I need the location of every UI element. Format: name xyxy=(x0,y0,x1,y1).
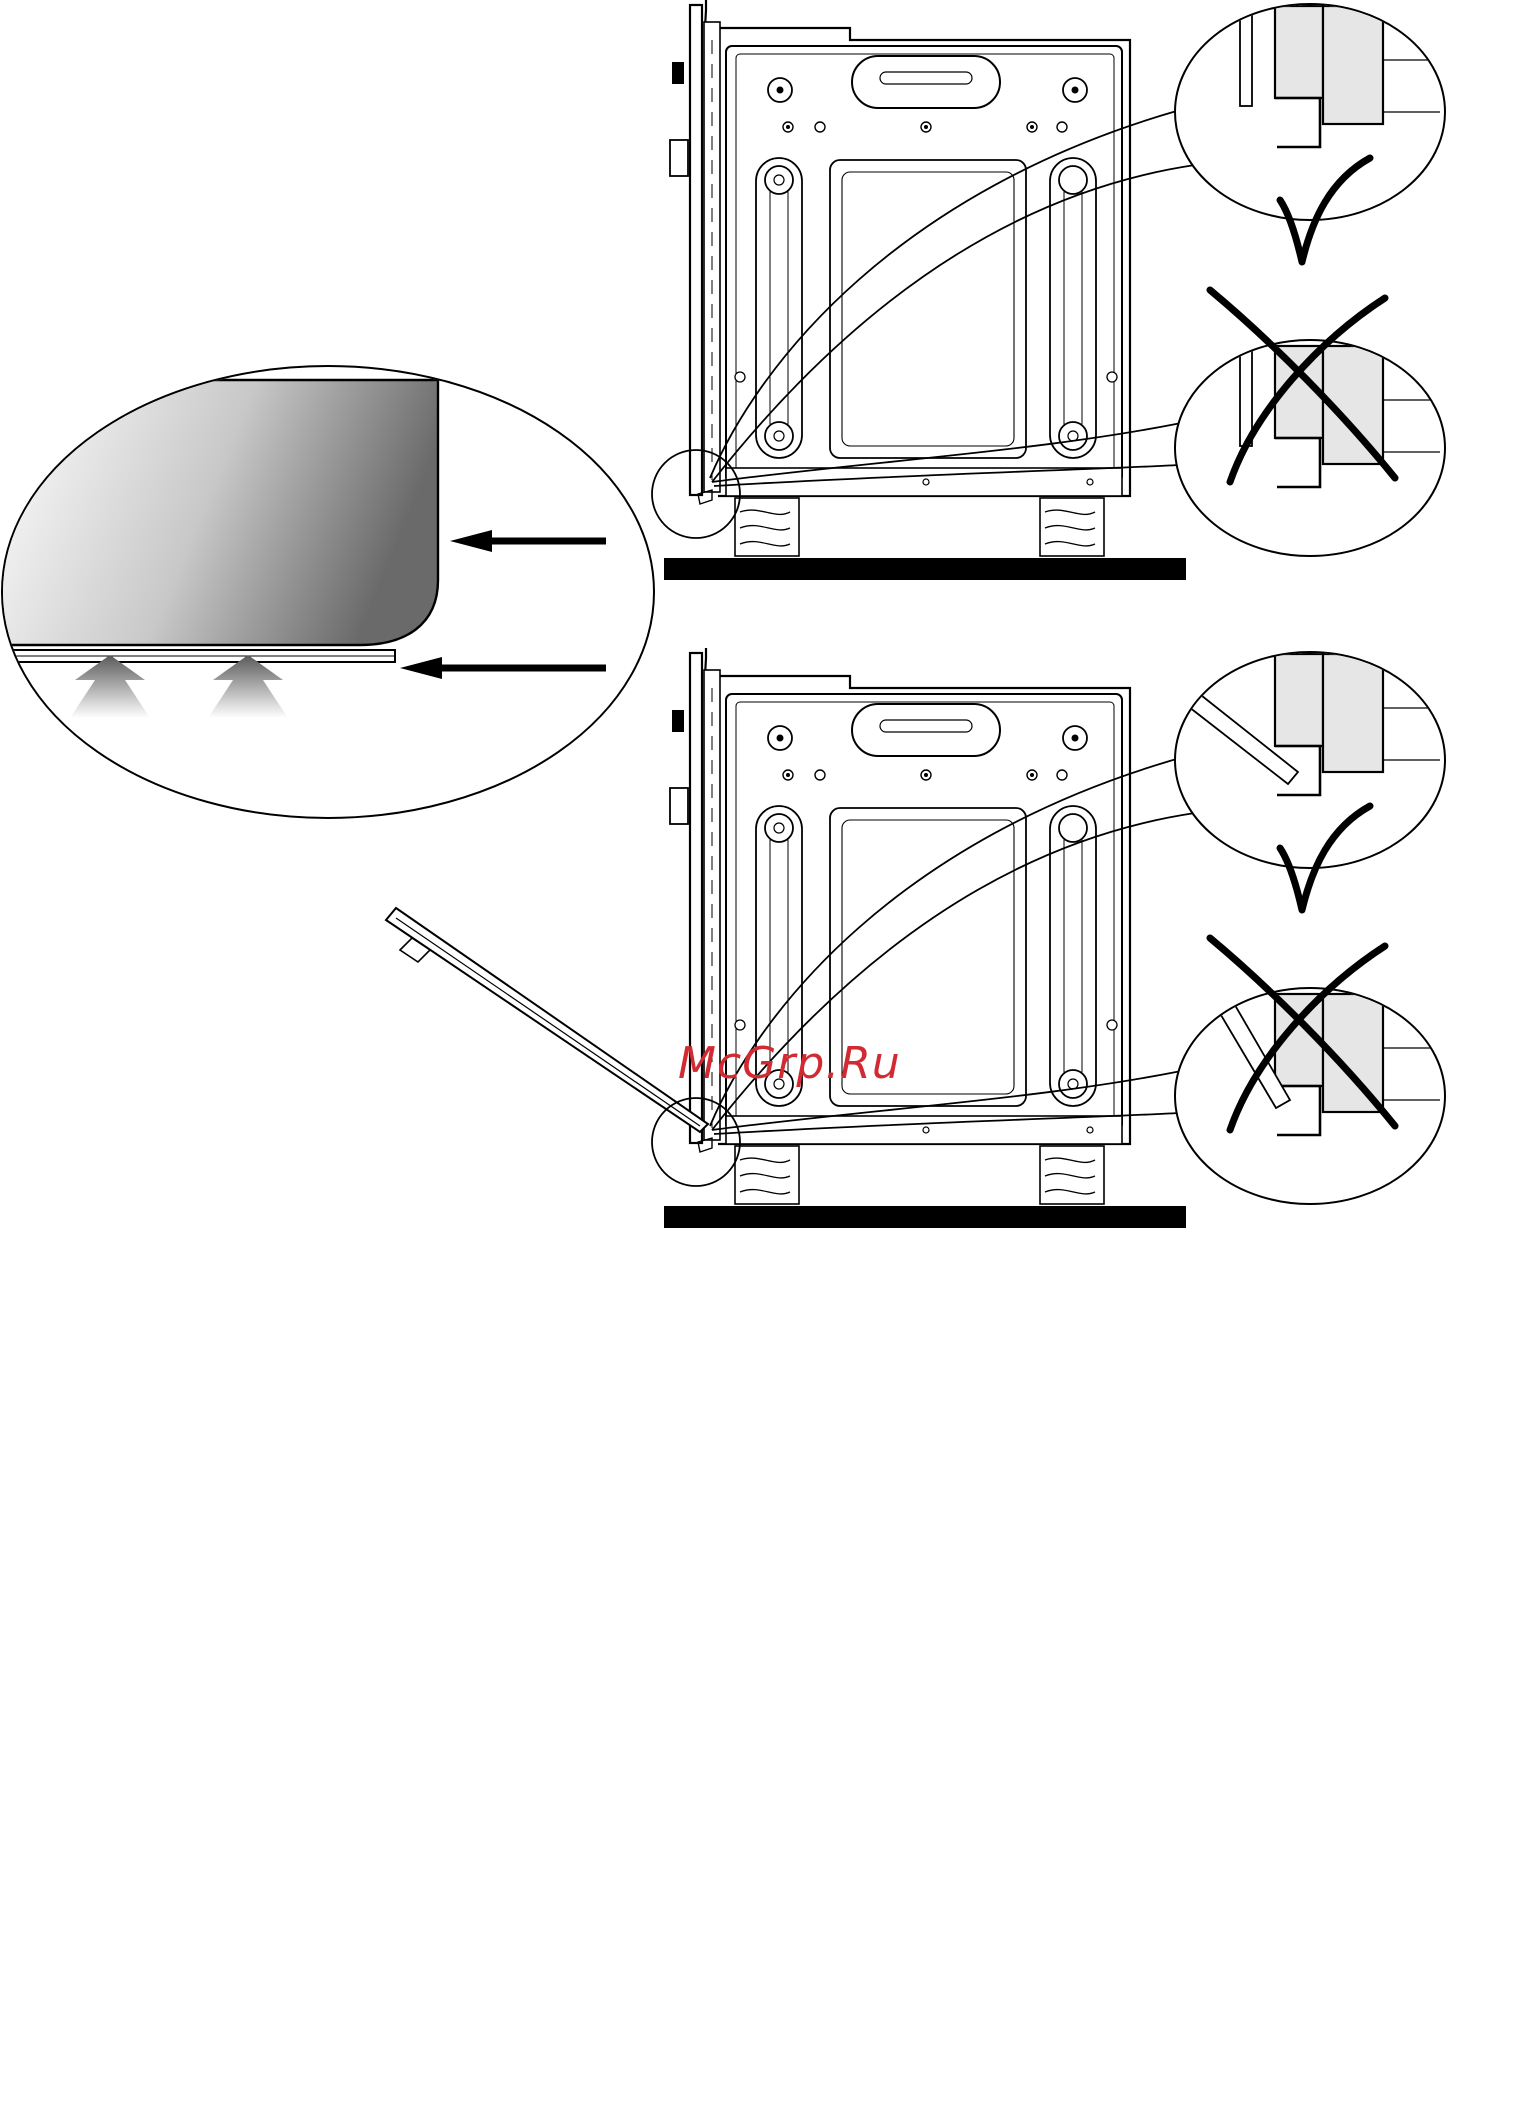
door-bottom-seal-detail xyxy=(0,366,654,818)
open-door xyxy=(386,908,708,1132)
detail-correct-closed xyxy=(1175,4,1445,262)
watermark: McGrp.Ru xyxy=(678,1038,901,1089)
detail-correct-open xyxy=(1175,652,1445,910)
detail-incorrect-closed xyxy=(1175,290,1445,556)
panel-door-closed xyxy=(652,0,1445,580)
detail-incorrect-open xyxy=(1175,938,1445,1204)
